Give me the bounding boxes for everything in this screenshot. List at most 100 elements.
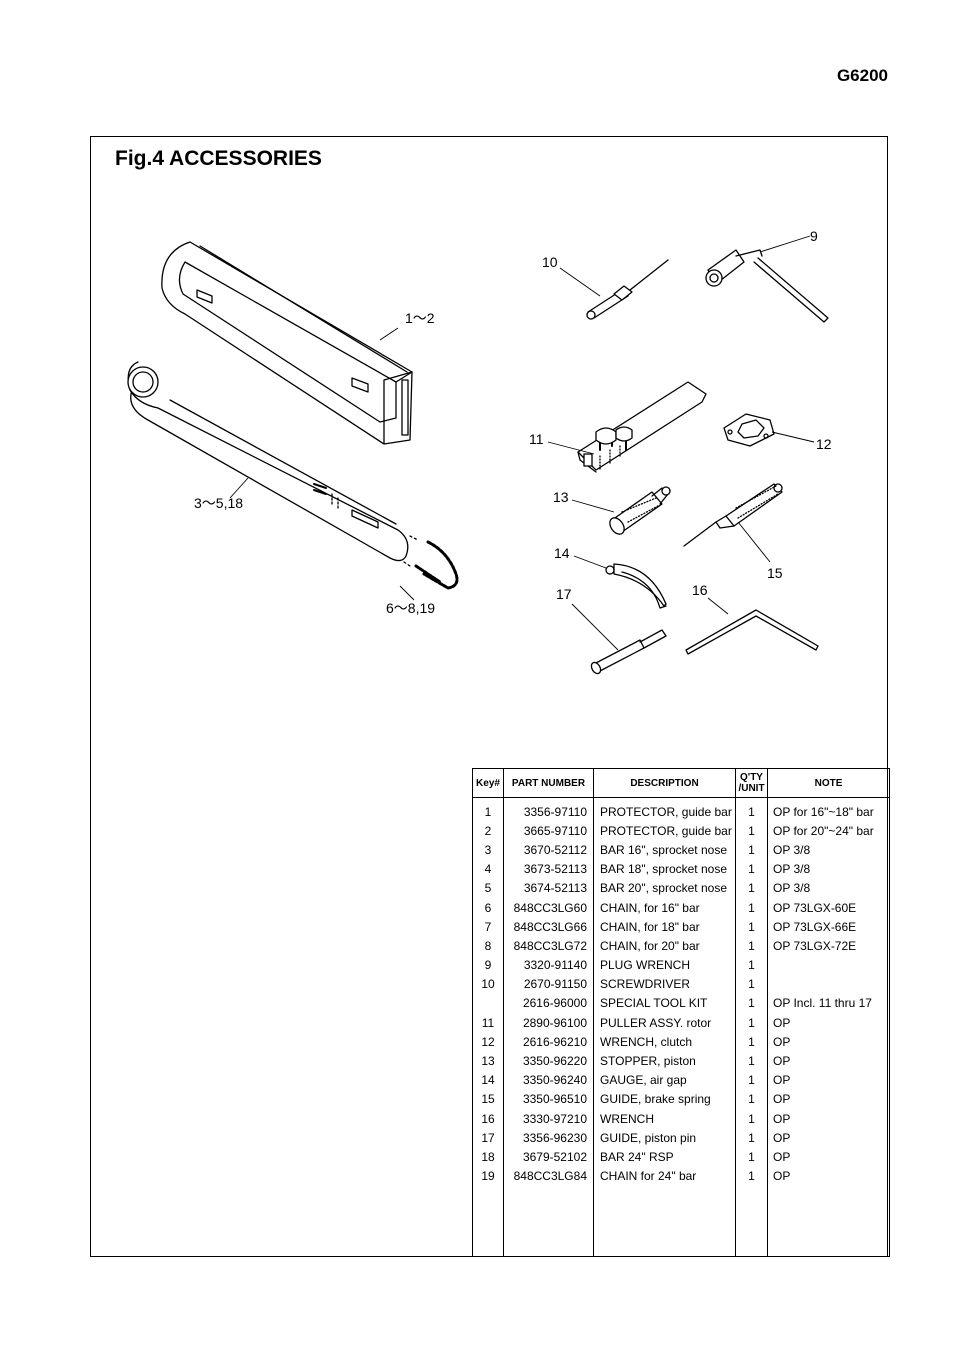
cell-note: OP 73LGX-60E bbox=[767, 897, 890, 918]
clutch-wrench-drawing bbox=[723, 413, 775, 447]
cell-key: 2 bbox=[472, 821, 504, 841]
cell-qty: 1 bbox=[735, 797, 768, 822]
cell-key: 18 bbox=[472, 1147, 504, 1167]
piston-pin-guide-drawing bbox=[590, 629, 667, 675]
header-note: NOTE bbox=[767, 768, 890, 798]
cell-key: 7 bbox=[472, 917, 504, 937]
cell-description: SPECIAL TOOL KIT bbox=[593, 993, 736, 1014]
cell-note: OP bbox=[767, 1089, 890, 1109]
cell-description: CHAIN for 24" bar bbox=[593, 1166, 736, 1186]
cell-qty: 1 bbox=[735, 917, 768, 937]
cell-qty: 1 bbox=[735, 1032, 768, 1052]
cell-qty: 1 bbox=[735, 993, 768, 1014]
callout-leader-lines bbox=[229, 235, 815, 651]
cell-description: STOPPER, piston bbox=[593, 1051, 736, 1071]
callout-10: 10 bbox=[542, 254, 558, 270]
cell-key: 3 bbox=[472, 840, 504, 860]
cell-part-number: 3350-96240 bbox=[503, 1070, 594, 1090]
cell-part-number: 3356-96230 bbox=[503, 1128, 594, 1148]
cell-note: OP bbox=[767, 1070, 890, 1090]
cell-note: OP 3/8 bbox=[767, 840, 890, 860]
cell-description: WRENCH bbox=[593, 1109, 736, 1129]
cell-qty: 1 bbox=[735, 1128, 768, 1148]
cell-description: BAR 20", sprocket nose bbox=[593, 878, 736, 898]
hex-wrench-drawing bbox=[685, 609, 819, 655]
header-key: Key# bbox=[472, 768, 504, 798]
cell-key bbox=[472, 993, 504, 1014]
cell-part-number: 2670-91150 bbox=[503, 974, 594, 994]
cell-note: OP 73LGX-66E bbox=[767, 917, 890, 937]
parts-table-header: Key# PART NUMBER DESCRIPTION Q'TY /UNIT … bbox=[472, 768, 890, 798]
cell-description: PROTECTOR, guide bar bbox=[593, 797, 736, 822]
callout-9: 9 bbox=[810, 228, 818, 244]
filler-cell bbox=[503, 1185, 594, 1257]
figure-title: Fig.4 ACCESSORIES bbox=[115, 147, 322, 170]
cell-key: 11 bbox=[472, 1013, 504, 1033]
cell-part-number: 3330-97210 bbox=[503, 1109, 594, 1129]
cell-note bbox=[767, 955, 890, 975]
cell-description: BAR 18", sprocket nose bbox=[593, 859, 736, 879]
cell-qty: 1 bbox=[735, 1089, 768, 1109]
cell-part-number: 3350-96220 bbox=[503, 1051, 594, 1071]
cell-note bbox=[767, 974, 890, 994]
callout-14: 14 bbox=[554, 545, 570, 561]
callout-6-8-19: 6～8,19 bbox=[386, 600, 435, 616]
cell-part-number: 848CC3LG66 bbox=[503, 917, 594, 937]
parts-table: Key# PART NUMBER DESCRIPTION Q'TY /UNIT … bbox=[472, 768, 890, 1257]
cell-part-number: 3673-52113 bbox=[503, 859, 594, 879]
cell-key: 14 bbox=[472, 1070, 504, 1090]
callout-15: 15 bbox=[767, 565, 783, 581]
callout-11: 11 bbox=[529, 431, 544, 447]
cell-part-number: 3679-52102 bbox=[503, 1147, 594, 1167]
cell-part-number: 848CC3LG84 bbox=[503, 1166, 594, 1186]
cell-qty: 1 bbox=[735, 1070, 768, 1090]
cell-note: OP bbox=[767, 1128, 890, 1148]
cell-part-number: 848CC3LG60 bbox=[503, 897, 594, 918]
cell-key: 5 bbox=[472, 878, 504, 898]
screwdriver-drawing bbox=[586, 259, 669, 320]
cell-description: SCREWDRIVER bbox=[593, 974, 736, 994]
cell-key: 19 bbox=[472, 1166, 504, 1186]
cell-qty: 1 bbox=[735, 955, 768, 975]
guide-bar-protector-drawing bbox=[161, 241, 413, 445]
piston-stopper-drawing bbox=[609, 486, 671, 535]
callout-3-5-18: 3～5,18 bbox=[194, 495, 243, 511]
cell-description: CHAIN, for 16" bar bbox=[593, 897, 736, 918]
cell-key: 13 bbox=[472, 1051, 504, 1071]
filler-cell bbox=[767, 1185, 890, 1257]
cell-description: GAUGE, air gap bbox=[593, 1070, 736, 1090]
cell-key: 16 bbox=[472, 1109, 504, 1129]
cell-qty: 1 bbox=[735, 840, 768, 860]
cell-key: 1 bbox=[472, 797, 504, 822]
cell-description: CHAIN, for 18" bar bbox=[593, 917, 736, 937]
callout-1-2: 1～2 bbox=[405, 310, 435, 326]
cell-part-number: 3670-52112 bbox=[503, 840, 594, 860]
cell-qty: 1 bbox=[735, 821, 768, 841]
cell-note: OP bbox=[767, 1032, 890, 1052]
cell-qty: 1 bbox=[735, 936, 768, 956]
cell-part-number: 848CC3LG72 bbox=[503, 936, 594, 956]
filler-cell bbox=[472, 1185, 504, 1257]
cell-qty: 1 bbox=[735, 1147, 768, 1167]
chain-drawing bbox=[403, 535, 459, 590]
cell-description: GUIDE, brake spring bbox=[593, 1089, 736, 1109]
cell-note: OP 3/8 bbox=[767, 878, 890, 898]
cell-qty: 1 bbox=[735, 859, 768, 879]
cell-description: PLUG WRENCH bbox=[593, 955, 736, 975]
cell-key: 17 bbox=[472, 1128, 504, 1148]
cell-qty: 1 bbox=[735, 897, 768, 918]
model-number: G6200 bbox=[836, 66, 888, 85]
